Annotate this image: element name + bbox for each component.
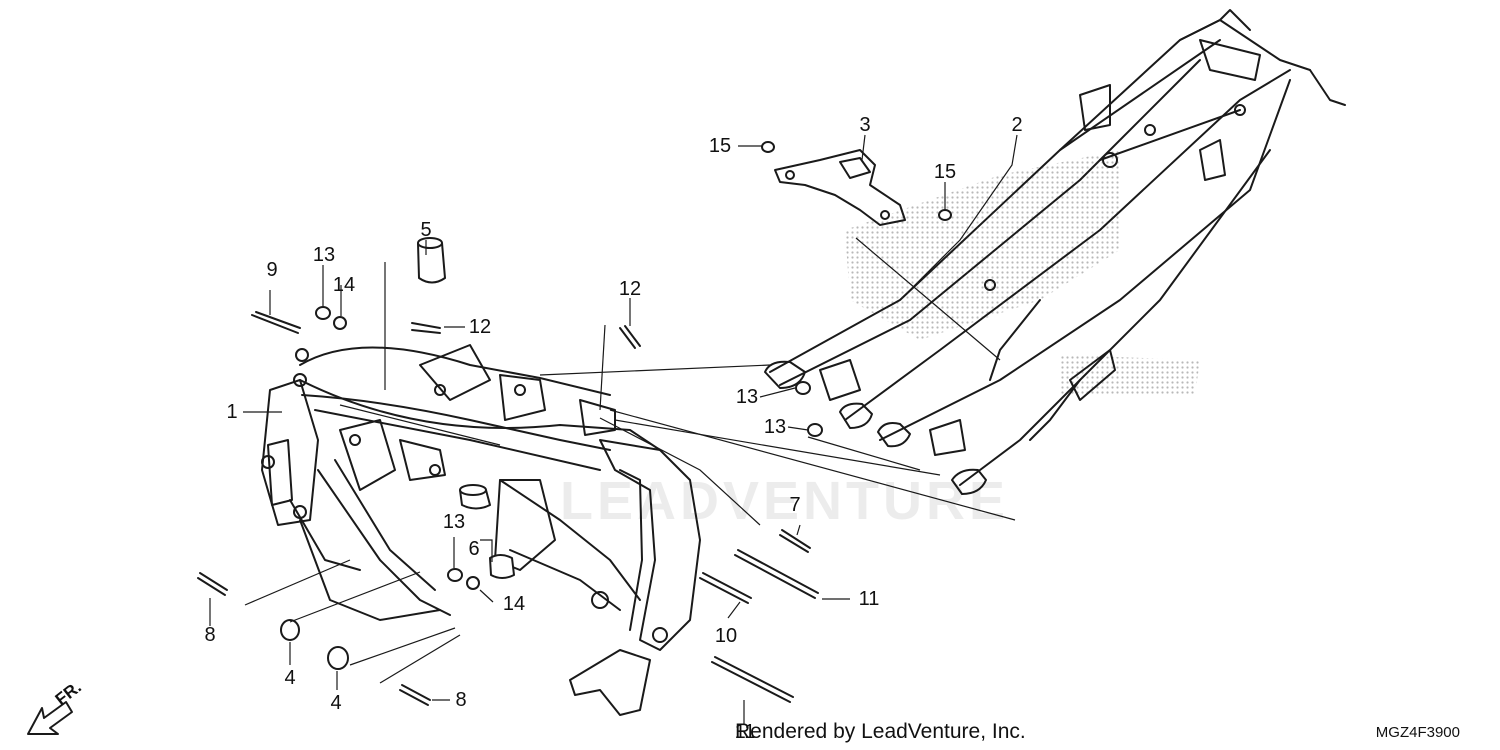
front-arrow-icon	[27, 701, 73, 735]
callout-8: 8	[455, 689, 467, 711]
watermark: LEADVENTURE	[560, 471, 1010, 531]
main-frame	[261, 344, 701, 716]
callout-4: 4	[284, 667, 296, 689]
callout-11: 11	[734, 721, 756, 743]
rear-subframe	[764, 9, 1346, 495]
render-credit: Rendered by LeadVenture, Inc.	[735, 720, 1026, 743]
callout-13: 13	[763, 416, 787, 438]
callout-11: 11	[858, 588, 880, 610]
callout-7: 7	[789, 494, 801, 516]
callout-14: 14	[332, 274, 356, 296]
callout-12: 12	[468, 316, 492, 338]
callout-2: 2	[1011, 114, 1023, 136]
callout-10: 10	[714, 625, 738, 647]
callout-4: 4	[330, 692, 342, 714]
callout-13: 13	[735, 386, 759, 408]
callout-1: 1	[226, 401, 238, 423]
callout-15: 15	[933, 161, 957, 183]
callout-8: 8	[204, 624, 216, 646]
callout-14: 14	[502, 593, 526, 615]
callout-13: 13	[312, 244, 336, 266]
callout-15: 15	[708, 135, 732, 157]
bracket-part-3	[774, 149, 906, 226]
callout-12: 12	[618, 278, 642, 300]
callout-9: 9	[266, 259, 278, 281]
diagram-code: MGZ4F3900	[1375, 724, 1460, 741]
callout-6: 6	[468, 538, 480, 560]
bolts	[197, 311, 819, 706]
callout-5: 5	[420, 219, 432, 241]
hardware-parts	[280, 141, 952, 670]
leader-lines	[209, 134, 1018, 725]
shade-area-rear	[845, 150, 1120, 340]
callout-3: 3	[859, 114, 871, 136]
shade-area-right	[1060, 355, 1200, 395]
callout-13: 13	[442, 511, 466, 533]
